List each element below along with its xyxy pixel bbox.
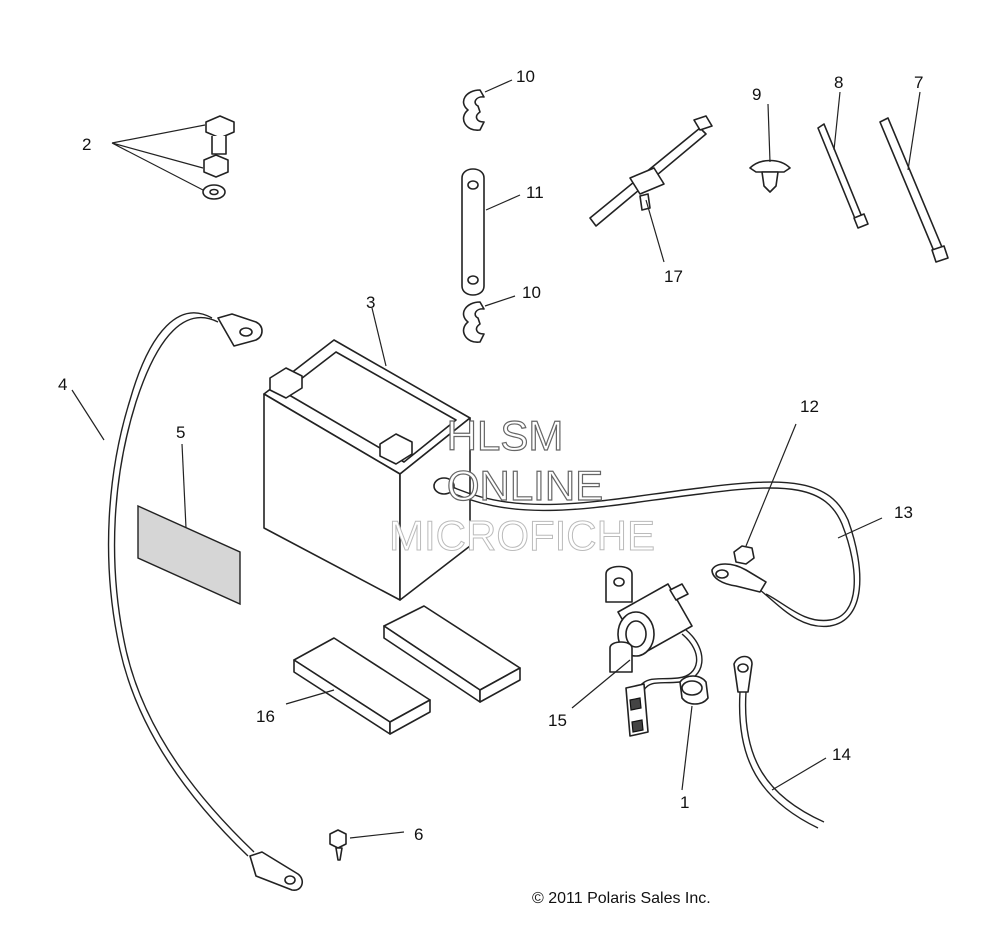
watermark-line-3: MICROFICHE [389, 512, 655, 559]
callout-3: 3 [366, 293, 375, 312]
callouts: 1 2 3 4 5 6 7 8 9 10 10 11 12 13 14 15 1… [58, 67, 923, 844]
watermark-line-2: ONLINE [447, 462, 603, 509]
part-1-cap [679, 675, 709, 791]
callout-5: 5 [176, 423, 185, 442]
part-12-nut [733, 423, 797, 565]
callout-13: 13 [894, 503, 913, 522]
callout-9: 9 [752, 85, 761, 104]
callout-6: 6 [414, 825, 423, 844]
part-6-screw [329, 829, 405, 861]
callout-14: 14 [832, 745, 851, 764]
callout-16: 16 [256, 707, 275, 726]
copyright-text: © 2011 Polaris Sales Inc. [532, 890, 711, 907]
part-2-hardware [111, 115, 235, 200]
callout-17: 17 [664, 267, 683, 286]
part-16-pads [285, 605, 521, 735]
part-5-label [137, 443, 241, 606]
callout-4: 4 [58, 375, 67, 394]
part-3-battery [263, 307, 471, 601]
watermark: HLSM ONLINE MICROFICHE [389, 411, 656, 559]
callout-8: 8 [834, 73, 843, 92]
callout-10-lower: 10 [522, 283, 541, 302]
callout-15: 15 [548, 711, 567, 730]
callout-11: 11 [526, 183, 544, 202]
part-7-cable-tie [879, 91, 949, 263]
part-11-link [461, 168, 521, 296]
callout-12: 12 [800, 397, 819, 416]
callout-10-top: 10 [516, 67, 535, 86]
callout-7: 7 [914, 73, 923, 92]
part-17-strap-mount [589, 115, 713, 263]
part-14-cable [733, 655, 827, 829]
part-4-battery-cable [71, 312, 304, 891]
part-10-clip-top [462, 79, 513, 131]
part-9-push-rivet [749, 103, 791, 193]
part-15-solenoid [571, 565, 703, 737]
part-8-cable-tie [817, 91, 869, 229]
part-13-cable [433, 477, 883, 628]
callout-2: 2 [82, 135, 91, 154]
watermark-line-1: HLSM [447, 412, 564, 459]
part-10-clip-lower [462, 295, 516, 343]
callout-1: 1 [680, 793, 689, 812]
